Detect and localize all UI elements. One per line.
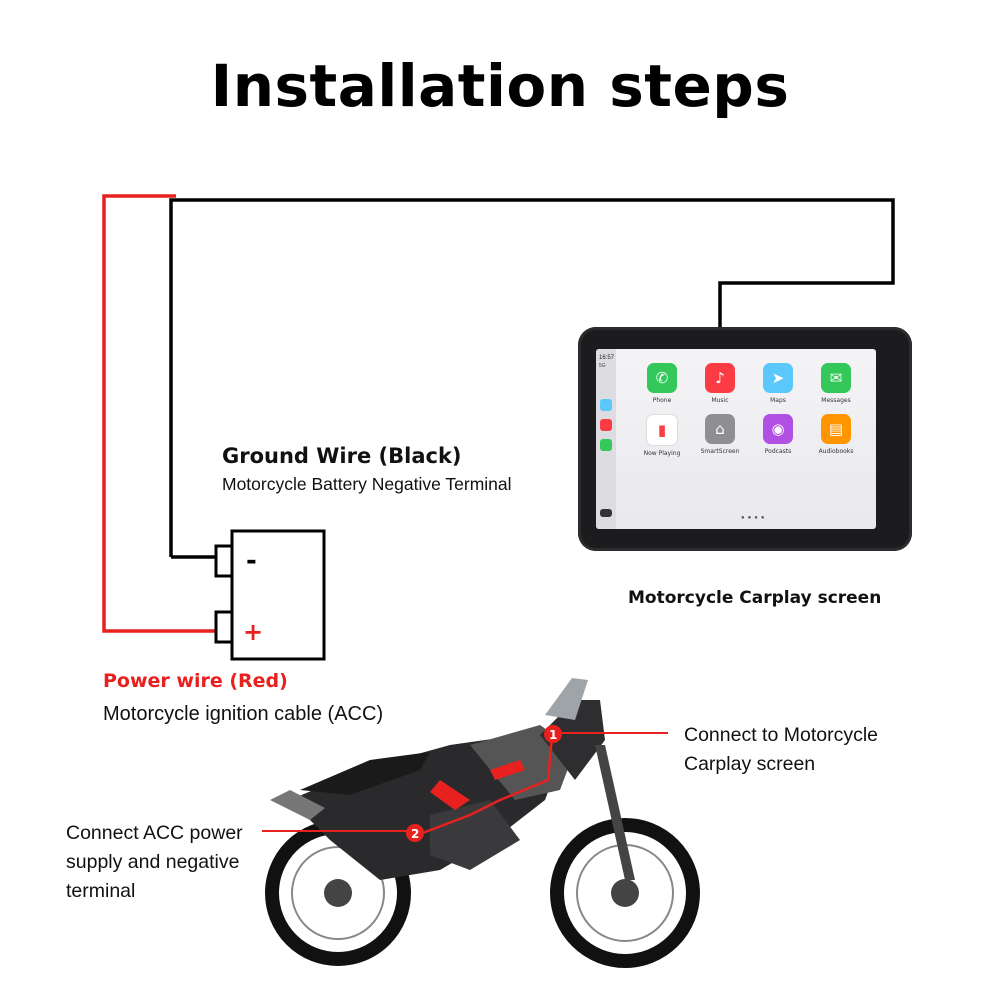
- page-title: Installation steps: [210, 52, 790, 120]
- marker-2: 2: [406, 824, 424, 842]
- marker-1-label: 1: [549, 728, 557, 742]
- app-label: Audiobooks: [818, 448, 854, 455]
- carplay-app-grid: ✆ Phone ♪ Music ➤ Maps ✉ Messages ▮ Now …: [636, 363, 866, 457]
- podcasts-icon: ◉: [763, 414, 793, 444]
- app-label: Maps: [770, 397, 786, 404]
- maps-icon: ➤: [763, 363, 793, 393]
- ground-wire: [169, 198, 895, 557]
- battery-neg-symbol: -: [246, 546, 257, 576]
- sidebar-phone-icon: [600, 439, 612, 451]
- ground-wire-title: Ground Wire (Black): [222, 444, 462, 468]
- motorcycle-body: [270, 678, 635, 880]
- app-label: SmartScreen: [700, 448, 740, 455]
- carplay-sidebar: 16:57 5G: [596, 349, 616, 529]
- marker-1: 1: [544, 725, 562, 743]
- messages-icon: ✉: [821, 363, 851, 393]
- app-podcasts[interactable]: ◉ Podcasts: [752, 414, 804, 457]
- app-smartscreen[interactable]: ⌂ SmartScreen: [694, 414, 746, 457]
- carplay-device: 16:57 5G ✆ Phone ♪ Music ➤ Maps ✉ Messag…: [578, 327, 912, 551]
- battery-negative-terminal: [214, 544, 234, 578]
- carplay-screen-caption: Motorcycle Carplay screen: [628, 588, 882, 608]
- app-now-playing[interactable]: ▮ Now Playing: [636, 414, 688, 457]
- status-signal: 5G: [599, 363, 606, 369]
- phone-icon: ✆: [647, 363, 677, 393]
- audiobooks-icon: ▤: [821, 414, 851, 444]
- app-audiobooks[interactable]: ▤ Audiobooks: [810, 414, 862, 457]
- app-label: Messages: [821, 397, 851, 404]
- ground-wire-desc: Motorcycle Battery Negative Terminal: [222, 474, 512, 494]
- power-wire-desc: Motorcycle ignition cable (ACC): [103, 703, 384, 725]
- now-playing-icon: ▮: [646, 414, 678, 446]
- app-label: Now Playing: [643, 450, 681, 457]
- music-icon: ♪: [705, 363, 735, 393]
- callout-connect-screen: Connect to Motorcycle Carplay screen: [684, 724, 879, 775]
- sidebar-maps-icon: [600, 399, 612, 411]
- sidebar-music-icon: [600, 419, 612, 431]
- app-label: Phone: [652, 397, 672, 404]
- status-time: 16:57: [599, 355, 615, 361]
- app-label: Podcasts: [764, 448, 792, 455]
- page-dots-icon: ●●●●: [741, 515, 768, 521]
- sidebar-grid-icon: [600, 509, 612, 517]
- smartscreen-icon: ⌂: [705, 414, 735, 444]
- app-music[interactable]: ♪ Music: [694, 363, 746, 404]
- battery-pos-symbol: +: [243, 618, 263, 646]
- route-line: [419, 735, 554, 836]
- app-label: Music: [711, 397, 729, 404]
- app-messages[interactable]: ✉ Messages: [810, 363, 862, 404]
- battery: - +: [214, 529, 326, 661]
- battery-positive-terminal: [214, 610, 234, 644]
- app-phone[interactable]: ✆ Phone: [636, 363, 688, 404]
- callout-connect-acc: Connect ACC power supply and negative te…: [66, 822, 243, 902]
- marker-2-label: 2: [411, 827, 419, 841]
- power-wire: [102, 194, 215, 633]
- power-wire-title: Power wire (Red): [103, 670, 288, 692]
- app-maps[interactable]: ➤ Maps: [752, 363, 804, 404]
- carplay-screen: 16:57 5G ✆ Phone ♪ Music ➤ Maps ✉ Messag…: [596, 349, 876, 529]
